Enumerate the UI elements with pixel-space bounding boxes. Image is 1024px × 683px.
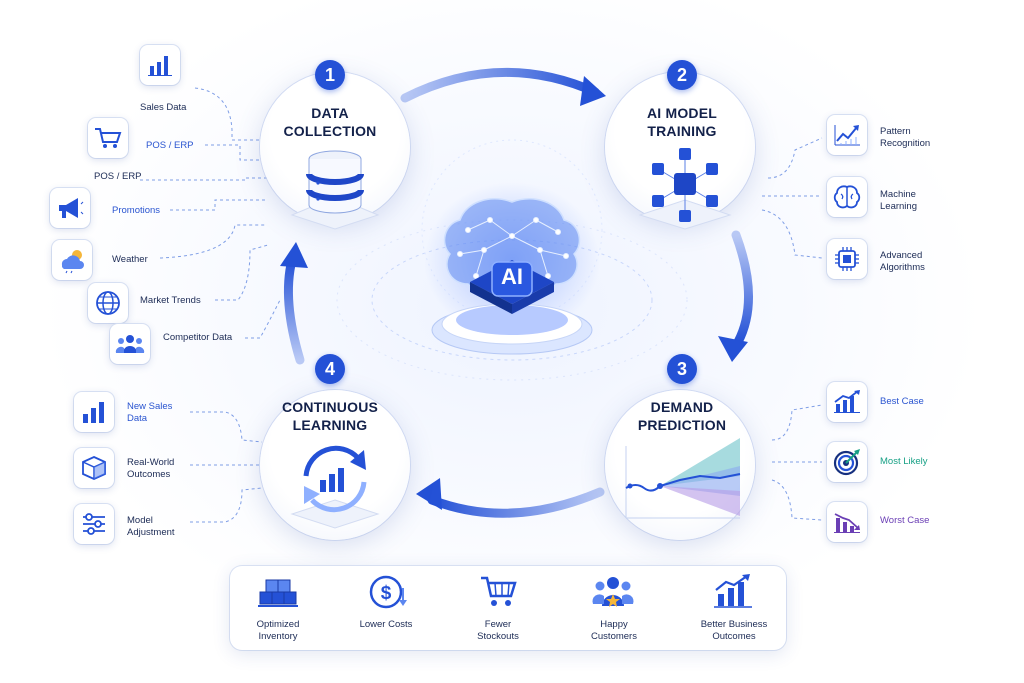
most-likely-tile xyxy=(827,442,867,482)
stage-4-number: 4 xyxy=(315,354,345,384)
stage-2-number: 2 xyxy=(667,60,697,90)
cart-icon xyxy=(95,128,122,148)
trend-chart-icon xyxy=(834,125,860,146)
best-case-tile xyxy=(827,382,867,422)
label-sales-data: Sales Data xyxy=(140,102,187,113)
neural-cubes-icon xyxy=(638,148,732,230)
globe-icon xyxy=(96,291,120,315)
pattern-recognition-tile xyxy=(827,115,867,155)
pos-erp-tile xyxy=(88,118,128,158)
sliders-icon xyxy=(83,513,105,535)
dollar-icon: $ xyxy=(369,575,407,609)
promotions-tile xyxy=(50,188,90,228)
ai-brain-illustration xyxy=(424,182,600,355)
label-weather: Weather xyxy=(112,254,148,265)
customers-icon xyxy=(592,577,634,607)
competitor-data-tile xyxy=(110,324,150,364)
outcome-lower-costs: Lower Costs xyxy=(359,619,413,630)
target-icon xyxy=(833,449,860,476)
market-trends-tile xyxy=(88,283,128,323)
arrow-4-to-1 xyxy=(283,255,305,365)
worst-case-tile xyxy=(827,502,867,542)
arrow-1-to-2 xyxy=(400,67,600,103)
stage-1-number: 1 xyxy=(315,60,345,90)
label-best-case: Best Case xyxy=(880,396,924,407)
stage-ai-model-training xyxy=(605,72,755,222)
megaphone-icon xyxy=(59,198,84,218)
database-icon xyxy=(290,150,380,230)
label-pos-erp: POS / ERP xyxy=(146,140,194,151)
boxes-icon xyxy=(258,579,298,607)
model-adjustment-tile xyxy=(74,504,114,544)
stage-3-number: 3 xyxy=(667,354,697,384)
decline-chart-icon xyxy=(834,513,860,533)
weather-tile xyxy=(52,240,92,280)
svg-text:$: $ xyxy=(381,583,392,604)
growth-chart-icon xyxy=(714,574,752,608)
advanced-algorithms-tile xyxy=(827,239,867,279)
brain-icon xyxy=(833,185,861,209)
real-world-outcomes-tile xyxy=(74,448,114,488)
box-icon xyxy=(82,456,106,480)
arrow-3-to-4 xyxy=(427,487,605,518)
growth-chart-icon xyxy=(834,390,860,413)
cart-icon xyxy=(481,576,517,606)
label-worst-case: Worst Case xyxy=(880,515,930,526)
chip-icon xyxy=(835,247,859,271)
label-pos-erp-2: POS / ERP xyxy=(94,171,142,182)
forecast-chart-icon xyxy=(625,438,741,519)
bar-chart-icon xyxy=(83,402,104,423)
arrow-2-to-3 xyxy=(731,230,753,347)
sales-data-tile xyxy=(140,45,180,85)
weather-icon xyxy=(61,250,84,274)
outcomes-bar xyxy=(230,566,786,650)
new-sales-data-tile xyxy=(74,392,114,432)
ai-badge: AI xyxy=(501,264,523,289)
label-promotions: Promotions xyxy=(112,205,161,216)
refresh-growth-icon xyxy=(290,445,380,529)
label-market-trends: Market Trends xyxy=(140,295,201,306)
machine-learning-tile xyxy=(827,177,867,217)
label-competitor-data: Competitor Data xyxy=(163,332,233,343)
label-most-likely: Most Likely xyxy=(880,456,928,467)
people-icon xyxy=(115,335,145,353)
bar-chart-icon xyxy=(148,56,172,76)
